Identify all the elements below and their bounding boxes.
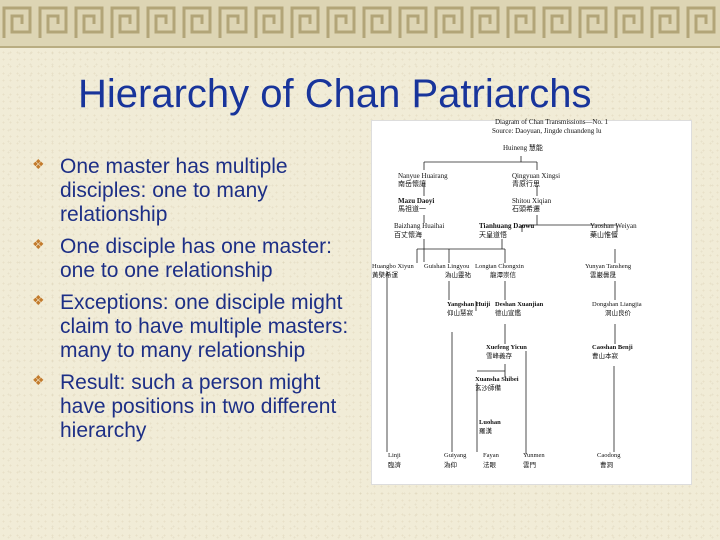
bullet-item: ❖One master has multiple disciples: one … [32,155,288,226]
node-fayan: Fayan [483,452,499,459]
node-qingyuan: Qingyuan Xingsi [512,172,561,180]
transmission-diagram: Diagram of Chan Transmissions—No. 1 Sour… [372,118,691,484]
node-xuefeng: Xuefeng Yicun [486,344,527,351]
node-tianhuang-zh: 天皇道悟 [479,231,507,239]
node-mazu-zh: 馬祖道一 [398,205,426,213]
diagram-source: Source: Daoyuan, Jingde chuandeng lu [492,127,602,135]
node-dongshan: Dongshan Liangjia [592,301,642,308]
node-nanyue-zh: 南岳懷讓 [398,180,426,188]
diamond-cluster-icon: ❖ [32,292,45,308]
node-linji: Linji [388,452,401,459]
node-xuansha: Xuansha Shibei [475,376,519,383]
node-huangbo: Huangbo Xiyun [372,263,414,270]
node-caodong: Caodong [597,452,621,459]
node-guiyang-zh: 溈仰 [444,462,457,469]
node-tianhuang: Tianhuang Daowu [479,222,535,230]
node-yaoshan-zh: 藥山惟儃 [590,231,618,239]
node-yunyan-zh: 雲巌曇晟 [590,272,616,279]
slide-title: Hierarchy of Chan Patriarchs [78,72,592,116]
node-xuansha-zh: 玄沙師備 [475,385,501,392]
node-shitou: Shitou Xiqian [512,197,552,205]
bullet-item: ❖Exceptions: one disciple might claim to… [32,291,349,362]
bullet-item: ❖Result: such a person might have positi… [32,371,337,442]
node-huangbo-zh: 黃檗希運 [372,272,398,279]
decorative-border [0,0,720,48]
diagram-connectors [386,156,618,454]
node-fayan-zh: 法眼 [483,462,496,469]
diagram-caption: Diagram of Chan Transmissions—No. 1 [495,118,608,126]
node-guishan: Guishan Lingyou [424,263,470,270]
node-nanyue: Nanyue Huairang [398,172,448,180]
diamond-cluster-icon: ❖ [32,236,45,252]
node-dongshan-zh: 洞山良价 [605,310,631,317]
node-baizhang: Baizhang Huaihai [394,222,445,230]
node-guiyang: Guiyang [444,452,467,459]
node-baizhang-zh: 百丈懷海 [394,231,422,239]
node-luohan: Luohan [479,419,501,426]
node-longtan-zh: 龍潭崇信 [490,272,516,279]
bullet-item: ❖One disciple has one master: one to one… [32,235,332,282]
node-yaoshan: Yaoshan Weiyan [590,222,637,230]
node-shitou-zh: 石頭希遷 [512,205,540,213]
node-qingyuan-zh: 青原行思 [512,180,540,188]
node-linji-zh: 臨濟 [388,462,401,469]
node-caoshan-zh: 曹山本寂 [592,353,618,360]
node-guishan-zh: 溈山靈祐 [445,272,471,279]
node-deshan-zh: 德山宣鑑 [495,310,521,317]
diamond-cluster-icon: ❖ [32,372,45,388]
node-yunmen-zh: 雲門 [523,462,536,469]
node-luohan-zh: 羅漢 [479,428,492,435]
node-xuefeng-zh: 雪峰義存 [486,353,512,360]
node-huineng: Huineng 慧能 [503,144,543,152]
node-yangshan: Yangshan Huiji [447,301,491,308]
node-mazu: Mazu Daoyi [398,197,435,205]
node-caoshan: Caoshan Benji [592,344,633,351]
node-yunmen: Yunmen [523,452,545,459]
greek-key-pattern-icon [0,0,720,46]
diamond-cluster-icon: ❖ [32,156,45,172]
node-caodong-zh: 曹洞 [600,462,613,469]
bullet-list: ❖One master has multiple disciples: one … [30,155,350,451]
node-yangshan-zh: 仰山慧寂 [447,310,473,317]
node-longtan: Longtan Chongxin [475,263,524,270]
node-yunyan: Yunyan Tansheng [585,263,632,270]
node-deshan: Deshan Xuanjian [495,301,544,308]
